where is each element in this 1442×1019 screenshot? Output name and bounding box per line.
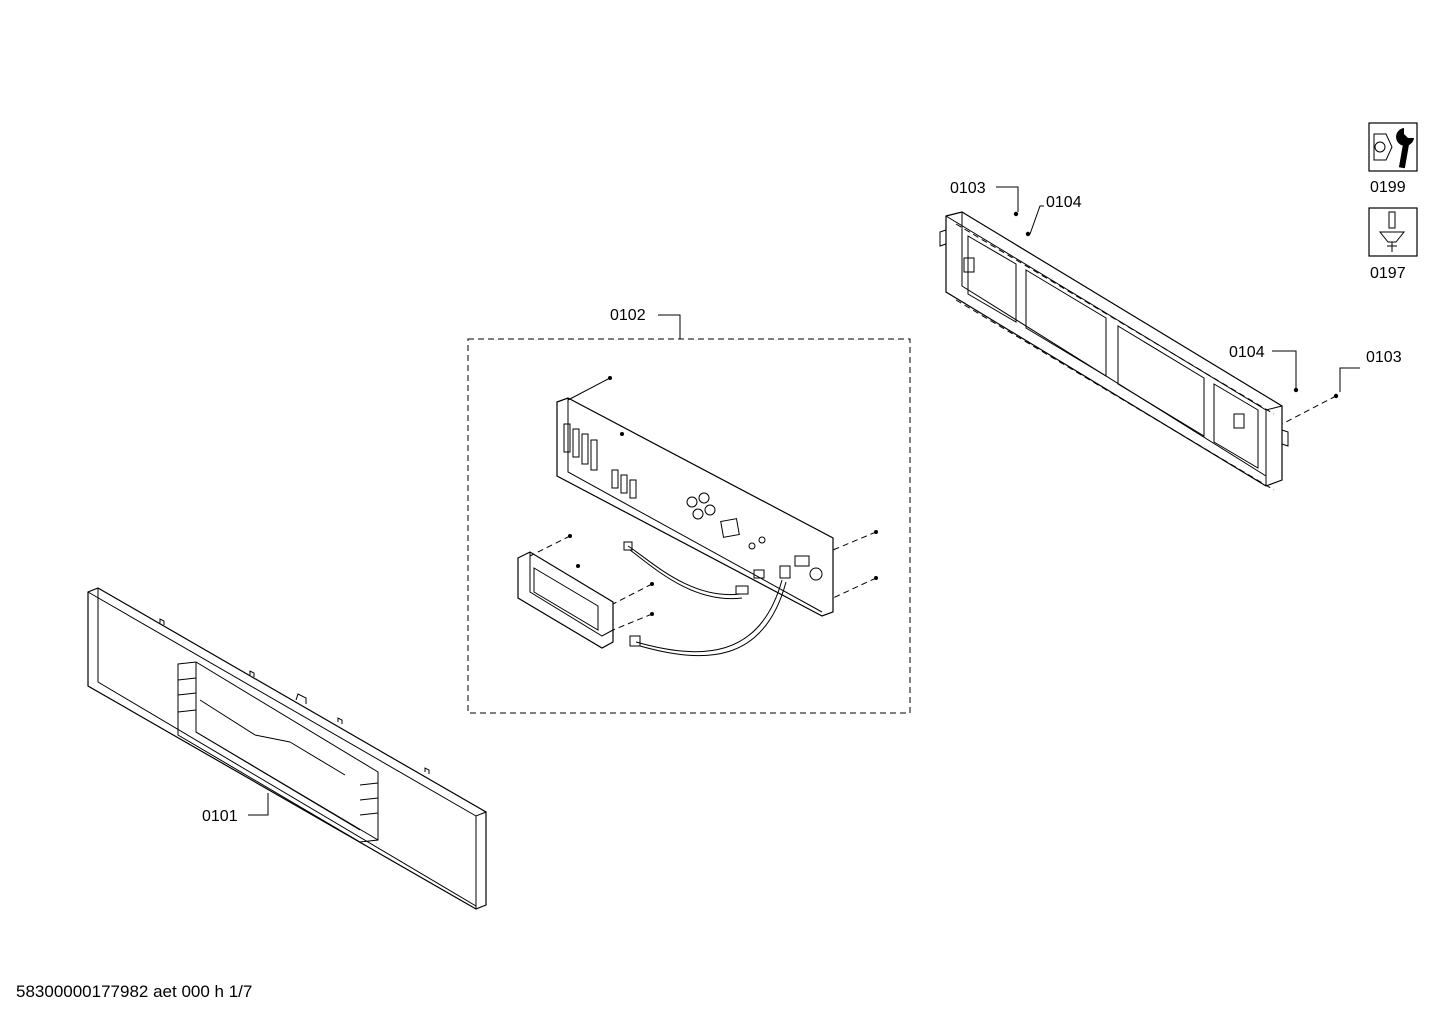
label-0197: 0197	[1370, 265, 1406, 282]
label-0199: 0199	[1370, 179, 1406, 196]
svg-text:0103: 0103	[950, 180, 986, 197]
callout-0104-top: 0104	[1029, 194, 1082, 235]
callout-0103-top: 0103	[950, 180, 1019, 212]
fascia-panel-0101	[87, 587, 487, 910]
callout-0104-right: 0104	[1229, 344, 1297, 388]
electronics-module-0102	[467, 338, 911, 714]
document-footer: 58300000177982 aet 000 h 1/7	[16, 982, 253, 1001]
svg-text:0101: 0101	[202, 808, 238, 825]
svg-text:0102: 0102	[610, 307, 646, 324]
callout-0102: 0102	[610, 307, 681, 339]
callout-0101: 0101	[202, 793, 269, 825]
callout-0103-right: 0103	[1339, 349, 1402, 392]
svg-text:0104: 0104	[1046, 194, 1082, 211]
svg-text:0103: 0103	[1366, 349, 1402, 366]
mounting-bracket	[939, 211, 1339, 491]
svg-text:0104: 0104	[1229, 344, 1265, 361]
screwdriver-screw-icon	[1368, 207, 1418, 257]
wrench-nut-icon	[1368, 122, 1418, 172]
